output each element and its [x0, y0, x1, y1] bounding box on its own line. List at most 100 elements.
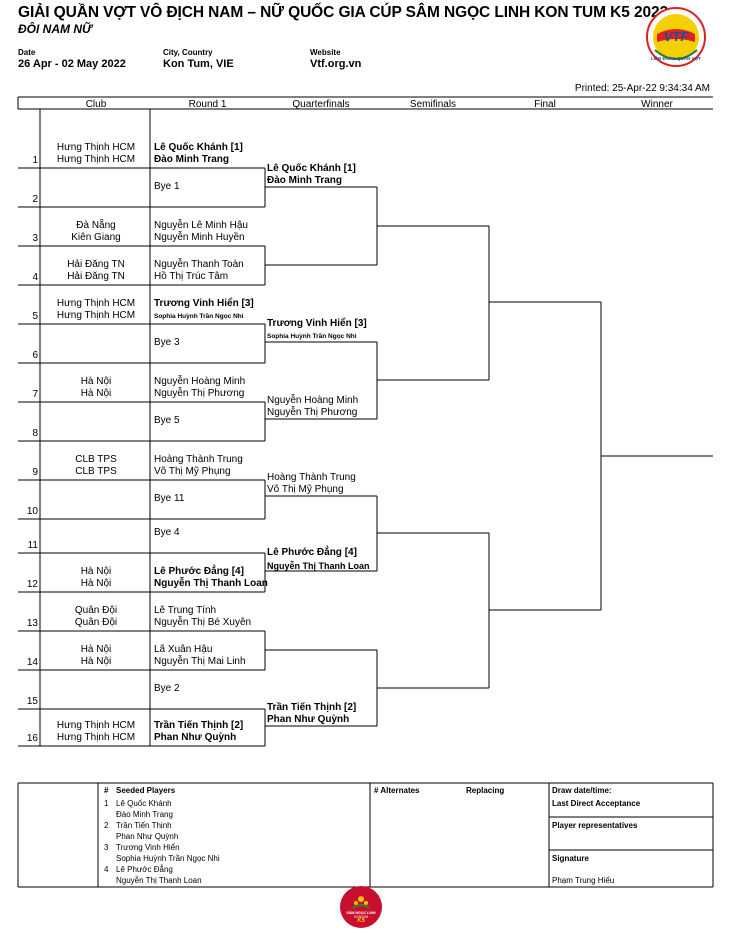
seed-player2: Sophia Huỳnh Trần Ngọc Nhi	[116, 854, 220, 863]
draw-position-number: 2	[32, 194, 38, 205]
date-value: 26 Apr - 02 May 2022	[18, 58, 126, 70]
qf-entry-6-player2: Nguyễn Thị Thanh Loan	[267, 561, 370, 571]
date-label: Date	[18, 48, 36, 57]
col-club: Club	[85, 99, 107, 110]
seed-player2: Đào Minh Trang	[116, 810, 173, 819]
draw-position-number: 11	[27, 540, 38, 551]
qf-entry-1-player2: Đào Minh Trang	[267, 175, 342, 186]
qf-entry-4-player2: Nguyễn Thị Phương	[267, 407, 358, 418]
signature-label: Signature	[552, 854, 589, 863]
club-name: Hưng Thịnh HCM	[56, 142, 136, 153]
player-name: Nguyễn Hoàng Minh	[154, 376, 246, 387]
last-direct-acceptance-label: Last Direct Acceptance	[552, 799, 641, 808]
club-name: Đà Nẵng	[76, 220, 116, 231]
sponsor-line1: SÂM NGỌC LINH	[346, 911, 376, 915]
alternates-heading: # Alternates	[374, 786, 420, 795]
club-name: CLB TPS	[75, 454, 117, 465]
player-name: Lê Quốc Khánh [1]	[154, 142, 243, 153]
website-value: Vtf.org.vn	[310, 58, 362, 70]
signer-name: Phạm Trung Hiếu	[552, 876, 615, 885]
player-name: Trương Vinh Hiển [3]	[154, 298, 254, 309]
club-name: Hưng Thịnh HCM	[56, 732, 136, 743]
seed-number: 3	[104, 843, 109, 852]
seed-number: 2	[104, 821, 109, 830]
qf-entry-3-player2: Sophia Huỳnh Trần Ngọc Nhi	[267, 333, 357, 340]
qf-entry-6-player1: Lê Phước Đẳng [4]	[267, 547, 357, 558]
club-name: Hải Đăng TN	[67, 259, 125, 270]
partner-name: Sophia Huỳnh Trần Ngọc Nhi	[154, 313, 244, 320]
qf-entry-1-player1: Lê Quốc Khánh [1]	[267, 163, 356, 174]
seeded-players-heading: Seeded Players	[116, 786, 176, 795]
player-name: Trần Tiến Thịnh [2]	[154, 720, 244, 731]
player-name: Lã Xuân Hậu	[154, 644, 213, 655]
sponsor-logo: SÂM NGỌC LINH KONTUM K5	[335, 884, 387, 930]
club-name: Hưng Thịnh HCM	[56, 298, 136, 309]
event-subtitle: ĐÔI NAM NỮ	[18, 22, 92, 36]
draw-position-number: 6	[32, 350, 38, 361]
draw-position-number: 3	[32, 233, 38, 244]
city-label: City, Country	[163, 48, 213, 57]
draw-position-number: 13	[26, 618, 38, 629]
club-name: Hà Nội	[80, 578, 112, 589]
player-name: Bye 2	[154, 683, 180, 694]
partner-name: Nguyễn Thị Mai Linh	[154, 656, 246, 667]
draw-date-label: Draw date/time:	[552, 786, 612, 795]
club-name: Hải Đăng TN	[67, 271, 125, 282]
club-name: Hà Nội	[80, 388, 112, 399]
draw-position-number: 14	[26, 657, 38, 668]
partner-name: Võ Thị Mỹ Phụng	[154, 466, 231, 477]
seed-player2: Phan Như Quỳnh	[116, 832, 179, 841]
draw-position-number: 16	[26, 733, 38, 744]
draw-position-number: 7	[32, 389, 38, 400]
club-name: Hà Nội	[80, 656, 112, 667]
qf-entry-8-player2: Phan Như Quỳnh	[267, 714, 350, 725]
partner-name: Nguyễn Thị Bé Xuyên	[154, 617, 252, 628]
player-name: Bye 3	[154, 337, 180, 348]
draw-position-number: 12	[26, 579, 38, 590]
final-lines	[489, 301, 713, 611]
partner-name: Hồ Thị Trúc Tâm	[154, 271, 229, 282]
player-name: Nguyễn Lê Minh Hậu	[154, 220, 248, 231]
club-name: Hưng Thịnh HCM	[56, 720, 136, 731]
club-name: Quân Đội	[74, 617, 118, 628]
bracket-lines	[17, 96, 713, 747]
col-semifinals: Semifinals	[409, 99, 457, 110]
sponsor-line3: K5	[357, 918, 365, 924]
partner-name: Đào Minh Trang	[154, 154, 229, 165]
player-name: Bye 5	[154, 415, 180, 426]
club-name: Hưng Thịnh HCM	[56, 310, 136, 321]
club-name: Hà Nội	[80, 644, 112, 655]
club-name: CLB TPS	[75, 466, 117, 477]
seed-player1: Trương Vinh Hiển	[116, 843, 180, 852]
player-name: Lê Phước Đẳng [4]	[154, 566, 244, 577]
qf-entry-5-player2: Võ Thị Mỹ Phụng	[267, 484, 344, 495]
qf-entry-4-player1: Nguyễn Hoàng Minh	[267, 395, 359, 406]
player-name: Lê Trung Tính	[154, 605, 217, 616]
club-name: Kiên Giang	[71, 232, 121, 243]
draw-position-number: 8	[32, 428, 38, 439]
qf-entry-3-player1: Trương Vinh Hiển [3]	[267, 318, 367, 329]
seed-player1: Lê Quốc Khánh	[116, 799, 172, 808]
qf-entry-5-player1: Hoàng Thành Trung	[267, 472, 356, 483]
logo-ring-text: LIÊN ĐOÀN QUẦN VỢT	[650, 56, 702, 61]
partner-name: Phan Như Quỳnh	[154, 732, 237, 743]
col-winner: Winner	[641, 99, 673, 110]
qf-entry-8-player1: Trần Tiến Thịnh [2]	[267, 702, 357, 713]
col-final: Final	[534, 99, 556, 110]
player-name: Nguyễn Thanh Toàn	[154, 259, 244, 270]
logo-text: VTF	[664, 29, 690, 44]
seed-player1: Lê Phước Đẳng	[116, 865, 173, 874]
draw-position-number: 4	[32, 272, 38, 283]
city-value: Kon Tum, VIE	[163, 58, 234, 70]
draw-position-number: 5	[32, 311, 38, 322]
replacing-heading: Replacing	[466, 786, 505, 795]
club-name: Hà Nội	[80, 376, 112, 387]
draw-position-number: 9	[32, 467, 38, 478]
seeded-hash: #	[104, 786, 109, 795]
vtf-logo: VTF LIÊN ĐOÀN QUẦN VỢT	[645, 6, 707, 68]
player-name: Bye 11	[154, 493, 185, 504]
seed-player2: Nguyễn Thị Thanh Loan	[116, 876, 202, 885]
printed-timestamp: Printed: 25-Apr-22 9:34:34 AM	[574, 83, 710, 94]
player-name: Bye 4	[154, 527, 180, 538]
